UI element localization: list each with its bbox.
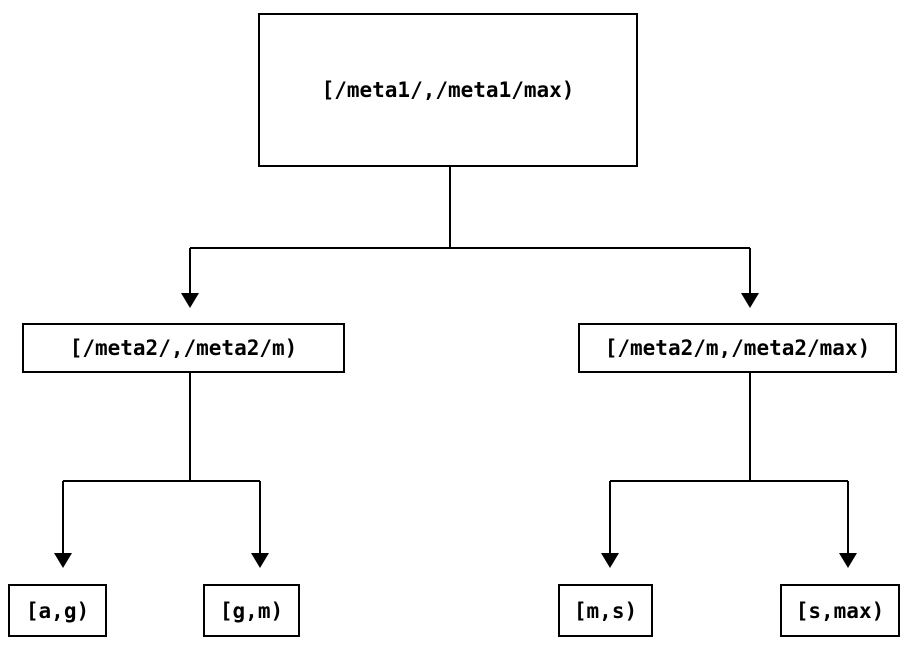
arrow-down-icon [601, 553, 619, 568]
node-label: [/meta2/m,/meta2/max) [604, 336, 871, 360]
arrow-down-icon [839, 553, 857, 568]
arrow-down-icon [741, 293, 759, 308]
node-label: [a,g) [25, 598, 90, 623]
arrow-down-icon [54, 553, 72, 568]
node-leaf-a-g: [a,g) [8, 584, 107, 637]
node-leaf-s-max: [s,max) [780, 584, 900, 637]
arrow-down-icon [181, 293, 199, 308]
node-right-interval: [/meta2/m,/meta2/max) [578, 323, 897, 373]
node-leaf-g-m: [g,m) [203, 584, 300, 637]
node-label: [m,s) [573, 598, 638, 623]
arrow-down-icon [251, 553, 269, 568]
node-label: [/meta2/,/meta2/m) [69, 336, 298, 360]
node-root-interval: [/meta1/,/meta1/max) [258, 13, 638, 167]
node-leaf-m-s: [m,s) [558, 584, 653, 637]
node-label: [g,m) [219, 598, 284, 623]
node-label: [s,max) [795, 598, 885, 623]
node-label: [/meta1/,/meta1/max) [321, 78, 575, 102]
node-left-interval: [/meta2/,/meta2/m) [22, 323, 345, 373]
